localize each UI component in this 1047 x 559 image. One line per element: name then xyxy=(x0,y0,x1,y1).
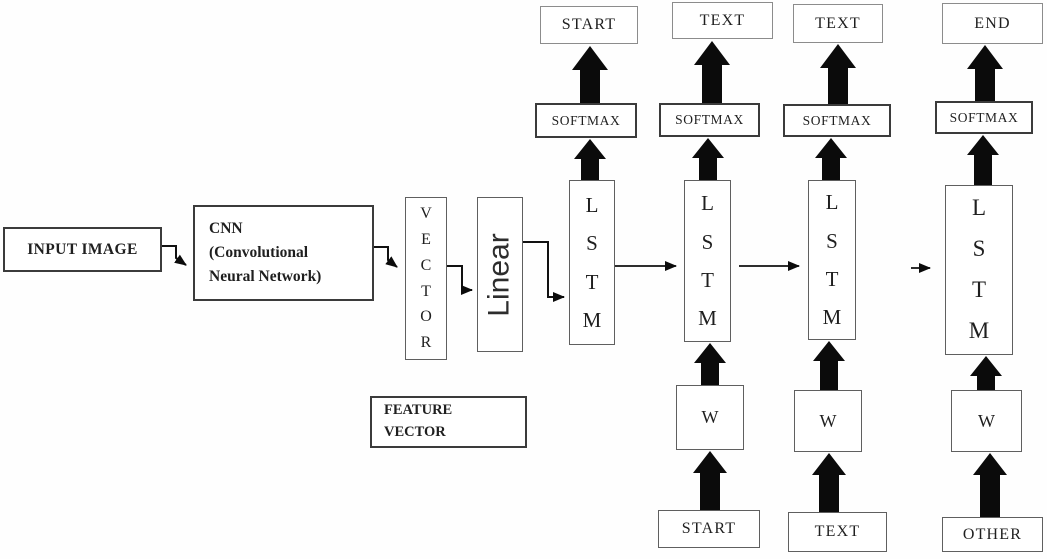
box-softmax-1: SOFTMAX xyxy=(535,103,637,138)
box-linear: Linear xyxy=(477,197,523,352)
box-output-3: TEXT xyxy=(793,4,883,43)
arrow-lstm3-to-softmax3 xyxy=(815,138,847,182)
box-lstm-1: L S T M xyxy=(569,180,615,345)
box-w-3: W xyxy=(794,390,862,452)
arrow-softmax2-to-output2 xyxy=(694,41,730,105)
box-vector: V E C T O R xyxy=(405,197,447,360)
arrow-input-to-cnn xyxy=(162,245,187,266)
arrow-cnn-to-vector xyxy=(374,246,398,268)
arrow-vector-to-linear xyxy=(447,265,473,295)
box-lstm-2: L S T M xyxy=(684,180,731,342)
box-output-4: END xyxy=(942,3,1043,44)
arrow-softmax3-to-output3 xyxy=(820,44,856,106)
arrow-w2-to-lstm2 xyxy=(694,343,726,388)
arrow-input2-to-w2 xyxy=(693,451,727,512)
box-output-1: START xyxy=(540,6,638,44)
arrow-w3-to-lstm3 xyxy=(813,341,845,393)
box-softmax-4: SOFTMAX xyxy=(935,101,1033,134)
arrow-w4-to-lstm4 xyxy=(970,356,1002,393)
box-input-3: TEXT xyxy=(788,512,887,552)
arrow-softmax1-to-output1 xyxy=(572,46,608,105)
arrow-lstm1-to-softmax1 xyxy=(574,139,606,182)
arrow-input4-to-w4 xyxy=(973,453,1007,519)
box-output-2: TEXT xyxy=(672,2,773,39)
box-softmax-2: SOFTMAX xyxy=(659,103,760,137)
arrow-lstm4-to-softmax4 xyxy=(967,135,999,188)
arrow-softmax4-to-output4 xyxy=(967,45,1003,103)
box-lstm-4: L S T M xyxy=(945,185,1013,355)
box-cnn: CNN (Convolutional Neural Network) xyxy=(193,205,374,301)
box-input-2: START xyxy=(658,510,760,548)
box-w-4: W xyxy=(951,390,1022,452)
box-feature-vector: FEATURE VECTOR xyxy=(370,396,527,448)
arrow-lstm2-to-softmax2 xyxy=(692,138,724,182)
arrow-linear-to-lstm1 xyxy=(523,241,565,302)
box-softmax-3: SOFTMAX xyxy=(783,104,891,137)
arrow-input3-to-w3 xyxy=(812,453,846,514)
box-input-4: OTHER xyxy=(942,517,1043,552)
box-lstm-3: L S T M xyxy=(808,180,856,340)
box-w-2: W xyxy=(676,385,744,450)
linear-label: Linear xyxy=(483,232,516,317)
box-input-image: INPUT IMAGE xyxy=(3,227,162,272)
